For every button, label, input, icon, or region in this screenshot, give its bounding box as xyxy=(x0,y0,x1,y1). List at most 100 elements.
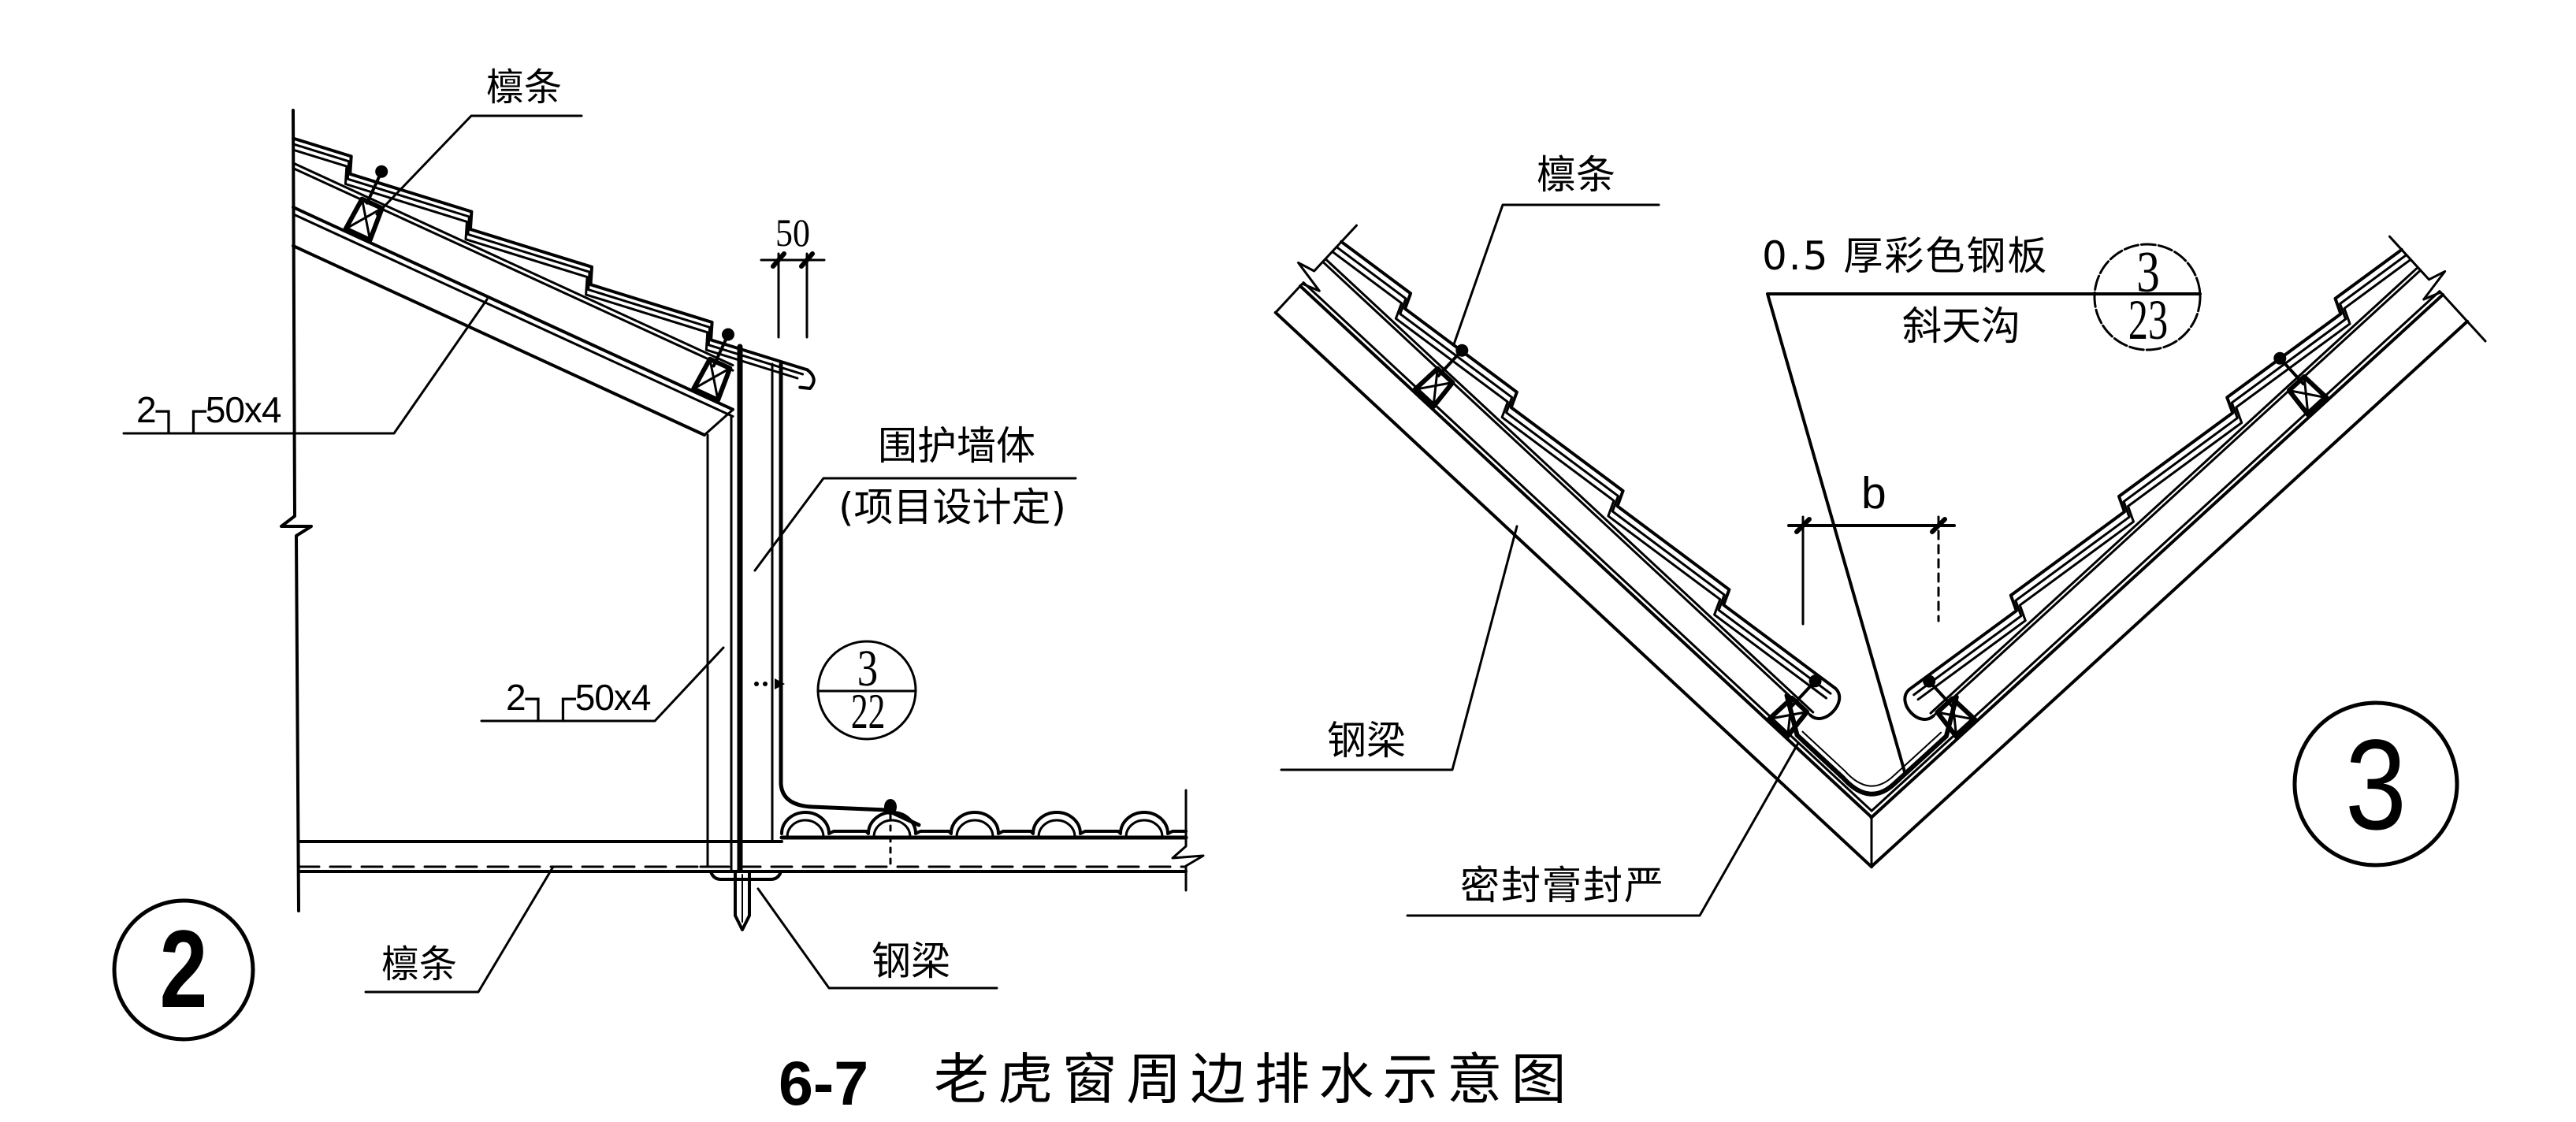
label-frame-top-member: 2┐┌50x4 xyxy=(136,389,282,430)
label-color-steel-sheet: 0.5 厚彩色钢板 xyxy=(1762,233,2049,279)
dimension-50-text: 50 xyxy=(775,210,810,254)
right-break-line xyxy=(1171,789,1205,892)
label-purlin-top: 檩条 xyxy=(486,65,563,110)
anchor-bolt xyxy=(734,870,751,931)
figure-title: 老虎窗周边排水示意图 xyxy=(934,1047,1575,1112)
purlin-bracing xyxy=(692,358,731,402)
reference-leader-arrow xyxy=(775,678,785,689)
valley-roof-sheet-profile-left xyxy=(1340,240,1838,690)
dormer-sheet-underside-inner xyxy=(292,162,734,366)
label-frame-post: 2┐┌50x4 xyxy=(506,677,652,718)
dormer-frame-bottom-chord xyxy=(292,244,706,437)
reference-leader-dot xyxy=(754,682,759,686)
leader-frame-post xyxy=(480,646,725,723)
leader-sheet-and-gutter xyxy=(1766,292,2202,776)
roof-fastener-right xyxy=(2273,351,2305,386)
dimension-extension-lines xyxy=(777,252,808,339)
detail-3-valley-section xyxy=(1273,203,2487,917)
detail-2-roof-layers xyxy=(292,136,816,437)
purlin-bracing xyxy=(1414,367,1454,408)
label-sealant: 密封膏封严 xyxy=(1460,863,1665,908)
detail-2-dormer-section xyxy=(112,109,1205,1042)
purlin-bracing xyxy=(344,198,384,242)
screw-head xyxy=(2273,351,2287,365)
detail-marker-circle-2 xyxy=(112,898,255,1042)
label-enclosure-wall: 围护墙体 xyxy=(878,423,1035,469)
dimension-ticks xyxy=(771,251,815,269)
figure-number: 6-7 xyxy=(779,1048,869,1118)
valley-gutter-flashing xyxy=(1784,693,1959,797)
reference-detail-number: 3 xyxy=(857,640,879,697)
valley-beam-underside-right xyxy=(1869,319,2470,868)
dormer-roof-sheet-profile xyxy=(292,136,809,372)
detail-marker-3: 3 xyxy=(2345,712,2407,856)
valley-gutter-flashing-inner xyxy=(1801,730,1942,787)
label-purlin-bottom: 檩条 xyxy=(381,942,458,986)
reference-sheet-number: 23 xyxy=(2128,288,2169,351)
rib-fastener-head xyxy=(884,799,897,815)
leader-wall xyxy=(753,477,1077,572)
roof-fastener-left xyxy=(1437,344,1469,377)
dimension-b-text: b xyxy=(1861,468,1886,518)
roof-fastener-right xyxy=(1923,674,1954,709)
wall-base-flashing xyxy=(779,362,921,827)
screw-head xyxy=(1808,674,1822,688)
dormer-frame-top-chord-inner xyxy=(292,213,734,418)
valley-beam-underside-left xyxy=(1273,310,1874,869)
reference-leader-dot xyxy=(763,682,768,686)
label-enclosure-wall-note: (项目设计定) xyxy=(838,485,1067,530)
valley-roof-sheet-profile-right xyxy=(1916,258,2412,701)
reference-detail-number: 3 xyxy=(2136,240,2160,305)
valley-sheet-underside-left xyxy=(1321,260,1812,717)
roof-fastener-left xyxy=(1790,674,1822,708)
reference-sheet-number: 22 xyxy=(850,683,886,739)
dormer-purlin xyxy=(343,196,385,243)
connection-plate xyxy=(709,870,782,881)
valley-roof-sheet-profile-right xyxy=(1912,254,2408,697)
dormer-sheet-underside xyxy=(292,167,734,372)
dormer-roof-sheet-profile xyxy=(292,143,805,376)
valley-beam-top-inner-left xyxy=(1302,281,1873,812)
roof-fastener xyxy=(365,165,388,205)
detail-reference-bubble-23 xyxy=(2093,243,2202,351)
valley-roof-sheet-profile-right xyxy=(1907,247,2403,692)
leader-sealant xyxy=(1406,741,1800,917)
detail-marker-circle-3 xyxy=(2292,700,2459,868)
valley-sheet-underside-right xyxy=(1931,269,2422,718)
valley-sheet-underside-inner-left xyxy=(1324,258,1815,714)
eave-drip-edge xyxy=(798,368,816,390)
valley-sheet-underside-inner-right xyxy=(1929,266,2419,715)
dormer-purlin xyxy=(691,356,733,403)
roof-fastener xyxy=(712,328,734,368)
leader-steel-beam xyxy=(756,887,998,990)
screw-head xyxy=(375,165,388,178)
screw-head xyxy=(1923,674,1936,688)
valley-purlin-right xyxy=(2286,374,2329,418)
dormer-roof-sheet-profile xyxy=(292,148,799,380)
left-edge-break-line xyxy=(280,109,313,912)
screw-head xyxy=(722,328,734,341)
sheet-end-hook-left xyxy=(1808,686,1842,720)
break-line-left xyxy=(1274,224,1358,314)
screw-head xyxy=(1455,344,1469,357)
leader-purlin-bottom xyxy=(364,865,555,994)
purlin-bracing xyxy=(2288,375,2329,416)
leader-steel-beam-3 xyxy=(1280,525,1518,771)
lower-roof-sheet-rib-inner xyxy=(786,819,1164,838)
label-steel-beam: 钢梁 xyxy=(872,938,950,984)
dimension-b-ticks xyxy=(1794,517,1947,534)
valley-roof-sheet-profile-left xyxy=(1335,245,1832,695)
leader-purlin xyxy=(1452,203,1660,346)
label-valley-gutter: 斜天沟 xyxy=(1902,303,2020,349)
valley-beam-top-inner-right xyxy=(1870,290,2441,812)
label-steel-beam: 钢梁 xyxy=(1327,718,1406,763)
leader-frame-top-member xyxy=(122,298,489,435)
frame-inner-vertical xyxy=(699,433,716,868)
lower-roof-sheet-rib-profile xyxy=(780,811,1188,835)
detail-marker-2: 2 xyxy=(159,907,208,1031)
detail-3-roof-layers xyxy=(1273,224,2487,869)
valley-roof-sheet-profile-left xyxy=(1331,250,1827,700)
break-line-right xyxy=(2388,235,2487,343)
